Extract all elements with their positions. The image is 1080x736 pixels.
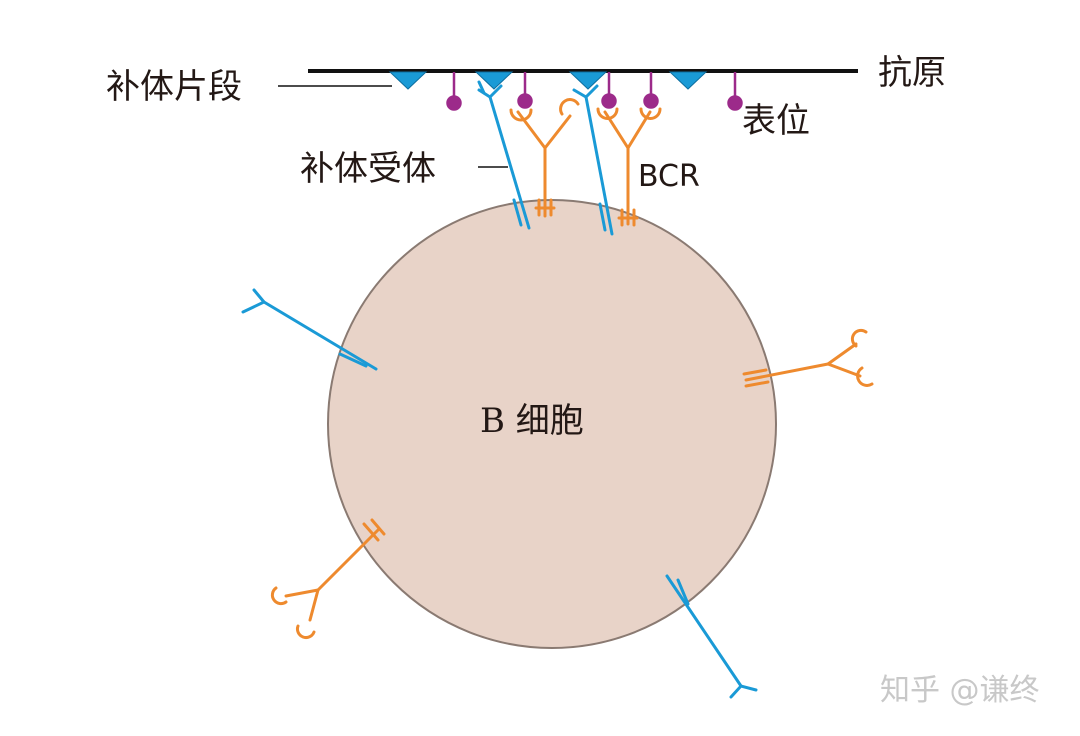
complement-receptor-bound-1 <box>477 80 531 230</box>
complement-receptor-bound-2 <box>572 84 614 236</box>
label-bcr: BCR <box>638 159 700 194</box>
label-complement-fragment: 补体片段 <box>106 67 242 107</box>
watermark: 知乎 @谦终 <box>880 673 1040 708</box>
bcrs-bound <box>509 98 662 227</box>
complement-fragments <box>388 71 708 90</box>
epitope-4 <box>643 72 659 109</box>
complement-fragment-2 <box>474 71 514 90</box>
label-epitope: 表位 <box>742 101 810 141</box>
complement-fragment-3 <box>568 71 608 90</box>
complement-receptor-free-left <box>241 288 378 371</box>
bcr-free-bottom-left <box>270 518 386 640</box>
epitopes <box>446 72 743 111</box>
complement-fragment-1 <box>388 71 428 90</box>
label-complement-receptor: 补体受体 <box>300 149 436 189</box>
bcr-free-right <box>742 328 874 388</box>
complement-fragment-4 <box>668 71 708 90</box>
label-b-cell: B 细胞 <box>480 401 584 441</box>
epitope-3 <box>601 72 617 109</box>
bcrs-free <box>270 328 874 640</box>
complement-receptor-free-bottom <box>665 574 758 699</box>
complement-receptors-free <box>241 288 758 699</box>
epitope-5 <box>727 72 743 111</box>
epitope-1 <box>446 72 462 111</box>
bcr-bound-1 <box>509 98 580 218</box>
label-antigen: 抗原 <box>878 53 946 93</box>
complement-receptors-bound <box>477 80 614 236</box>
bcr-bound-2 <box>596 107 662 227</box>
epitope-2 <box>517 72 533 109</box>
